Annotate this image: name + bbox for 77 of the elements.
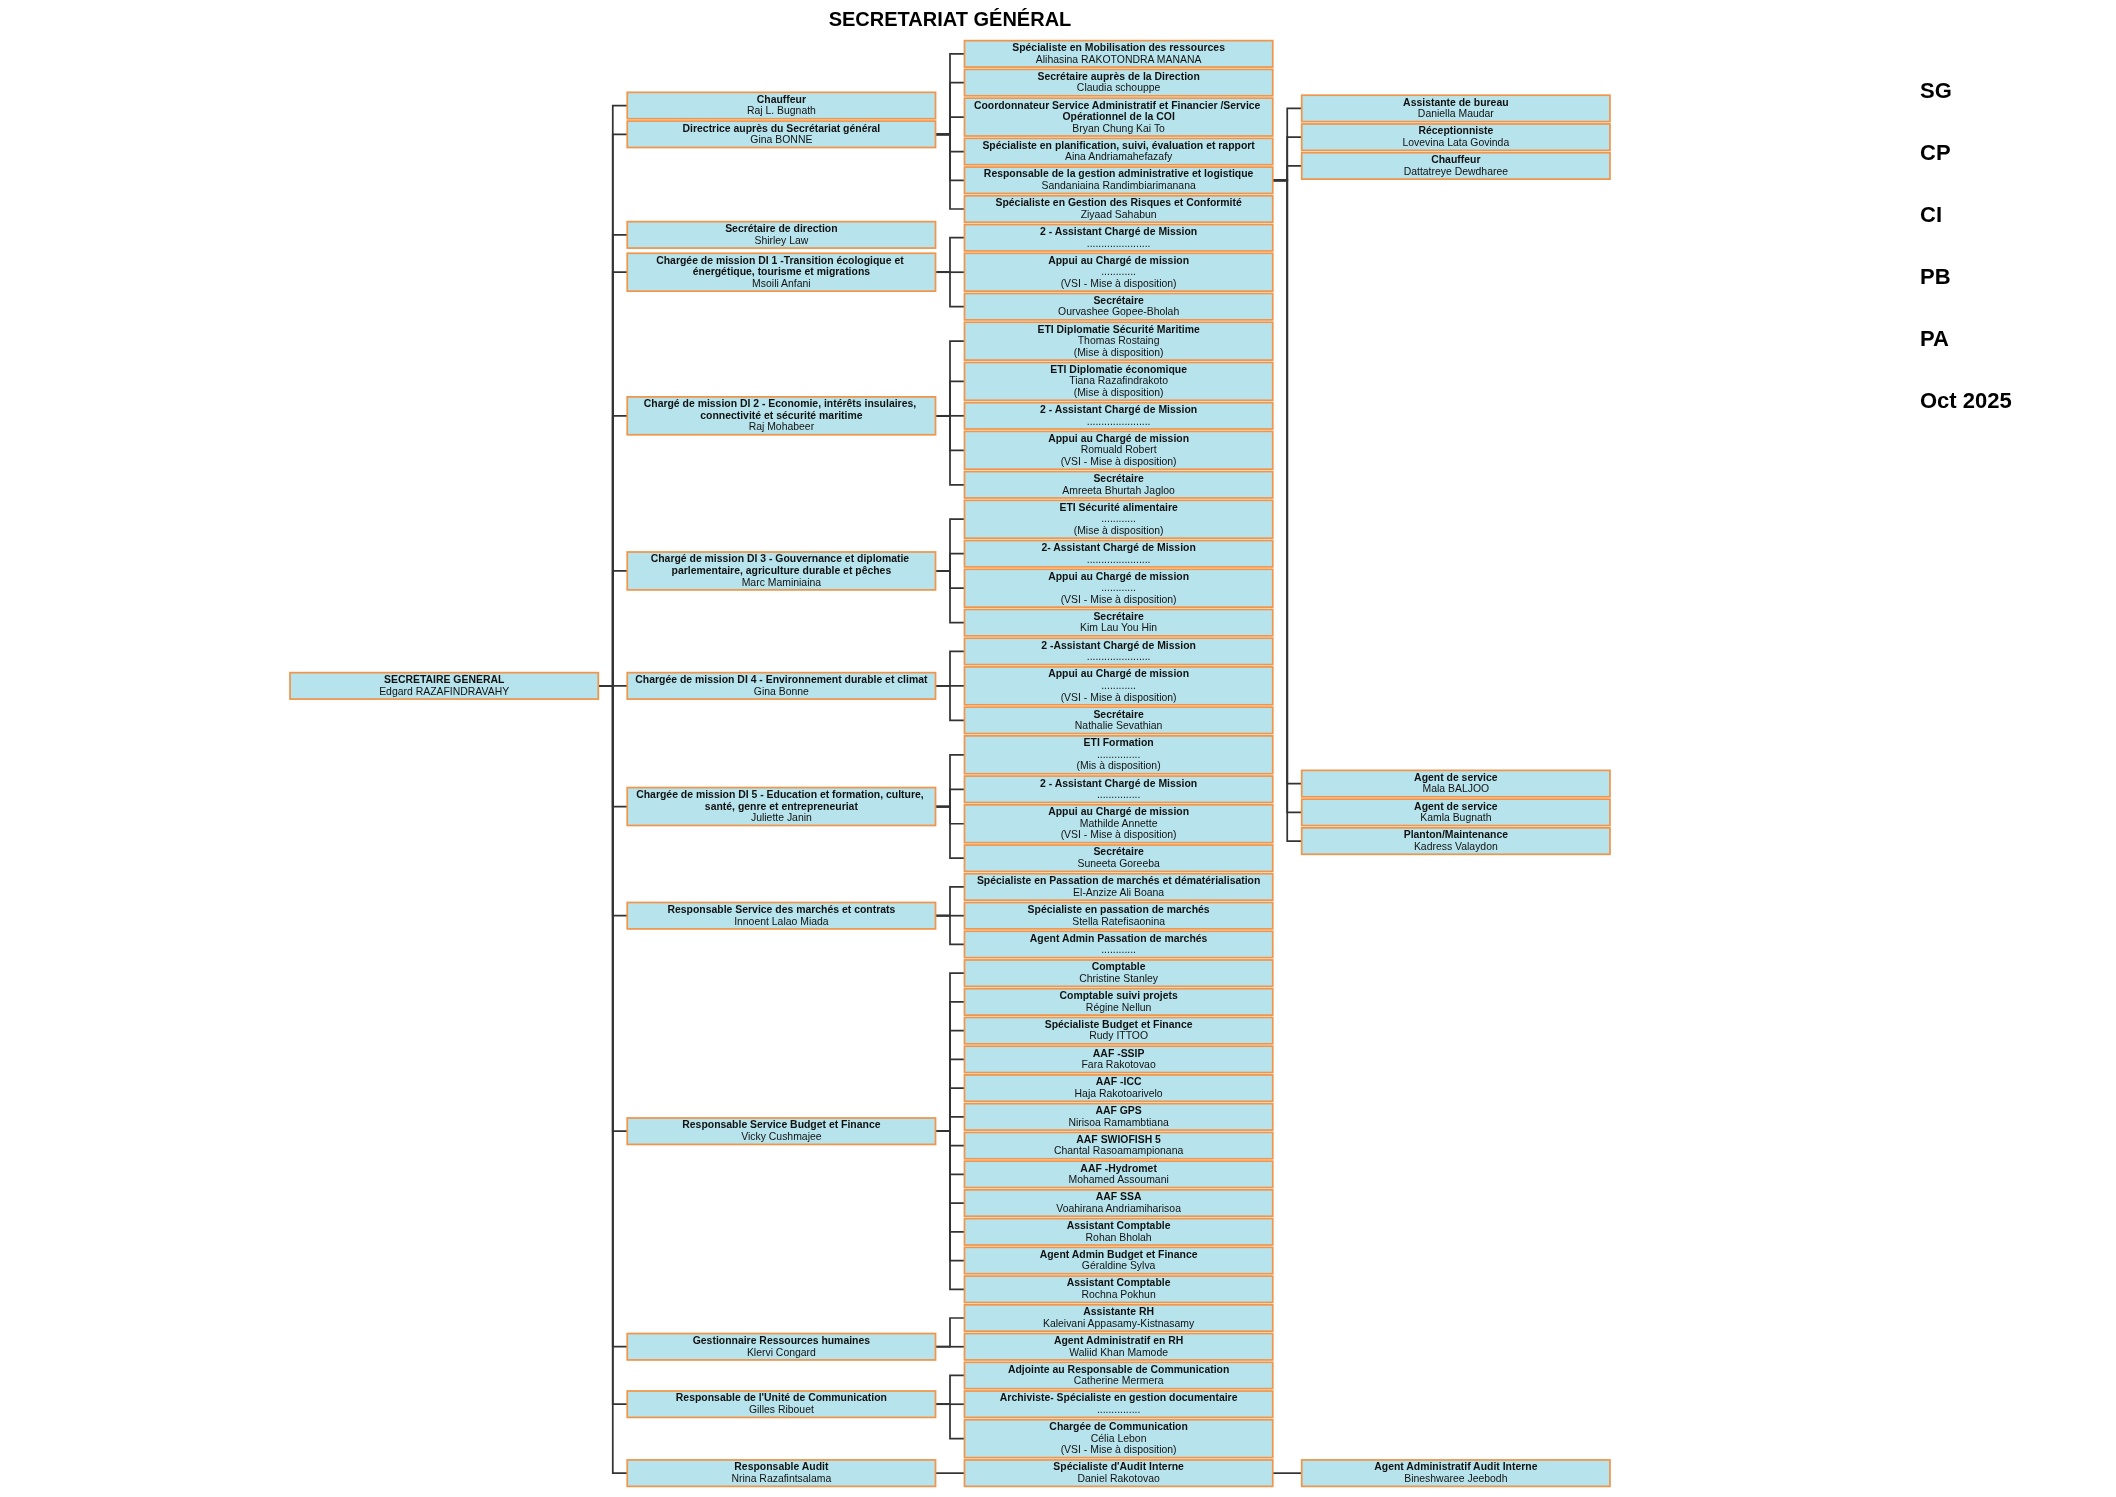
node-box: Directrice auprès du Secrétariat général Gina BONNE <box>626 120 937 149</box>
node-box: ETI Sécurité alimentaire ............ (Mise à disposition) <box>963 499 1274 540</box>
connector <box>934 1130 966 1291</box>
node-box: Agent Administratif Audit Interne Bineshwaree Jeebodh <box>1300 1459 1611 1488</box>
node-box: Chargée de mission DI 1 -Transition écologique et énergétique, tourisme et migrations Msoili Anfani <box>626 252 937 292</box>
node-box: Responsable Audit Nrina Razafintsalama <box>626 1459 937 1488</box>
node-box: Chargée de Communication Célia Lebon (VSI - Mise à disposition) <box>963 1418 1274 1459</box>
node-box: 2- Assistant Chargé de Mission ...................... <box>963 539 1274 568</box>
node-box: Spécialiste en passation de marchés Stella Ratefisaonina <box>963 901 1274 930</box>
node-box: AAF SSA Voahirana Andriamiharisoa <box>963 1189 1274 1218</box>
level-label: CI <box>1920 202 1942 228</box>
node-box: 2 - Assistant Chargé de Mission ............... <box>963 775 1274 804</box>
node-box: Secrétaire Nathalie Sevathian <box>963 706 1274 735</box>
node-box: Appui au Chargé de mission ............ (VSI - Mise à disposition) <box>963 568 1274 608</box>
node-box: Appui au Chargé de mission ............ (VSI - Mise à disposition) <box>963 252 1274 292</box>
node-box: AAF -SSIP Fara Rakotovao <box>963 1045 1274 1074</box>
level-label: SG <box>1920 78 1952 104</box>
connector <box>934 570 966 624</box>
node-box: Assistante de bureau Daniella Maudar <box>1300 94 1611 123</box>
node-box: Réceptionniste Lovevina Lata Govinda <box>1300 123 1611 152</box>
node-box: 2 - Assistant Chargé de Mission ...................... <box>963 223 1274 252</box>
level-label: PA <box>1920 326 1949 352</box>
node-box: Appui au Chargé de mission Romuald Robert (VSI - Mise à disposition) <box>963 430 1274 471</box>
node-box: Secrétaire Suneeta Goreeba <box>963 844 1274 873</box>
node-box: Secrétaire de direction Shirley Law <box>626 220 937 249</box>
level-label: Oct 2025 <box>1920 388 2012 414</box>
node-box: ETI Diplomatie économique Tiana Razafindrakoto (Mise à disposition) <box>963 361 1274 402</box>
node-box: Responsable de la gestion administrative et logistique Sandaniaina Randimbiarimanana <box>963 166 1274 195</box>
node-box: Comptable Christine Stanley <box>963 959 1274 988</box>
node-box: AAF -Hydromet Mohamed Assoumani <box>963 1160 1274 1189</box>
node-box: Spécialiste en Gestion des Risques et Conformité Ziyaad Sahabun <box>963 194 1274 224</box>
node-box: Chauffeur Raj L. Bugnath <box>626 91 937 120</box>
node-box: Secrétaire auprès de la Direction Claudia schouppe <box>963 68 1274 97</box>
node-box: Chauffeur Dattatreye Dewdharee <box>1300 151 1611 180</box>
level-label: CP <box>1920 140 1951 166</box>
node-box: AAF GPS Nirisoa Ramambtiana <box>963 1102 1274 1131</box>
node-box: Secrétaire Kim Lau You Hin <box>963 608 1274 637</box>
node-box: Agent Admin Budget et Finance Géraldine Sylva <box>963 1246 1274 1275</box>
node-box: Secrétaire Amreeta Bhurtah Jagloo <box>963 470 1274 499</box>
node-box: Spécialiste en Mobilisation des ressources Alihasina RAKOTONDRA MANANA <box>963 39 1274 68</box>
node-box: Appui au Chargé de mission ............ (VSI - Mise à disposition) <box>963 666 1274 706</box>
node-box: Chargé de mission DI 3 - Gouvernance et diplomatie parlementaire, agriculture durable et pêches Marc Maminiaina <box>626 551 937 591</box>
node-box: AAF -ICC Haja Rakotoarivelo <box>963 1074 1274 1103</box>
chart-title: SECRETARIAT GÉNÉRAL <box>827 8 1073 31</box>
level-label: PB <box>1920 264 1951 290</box>
node-box: Agent de service Mala BALJOO <box>1300 769 1611 798</box>
node-box: 2 - Assistant Chargé de Mission ...................... <box>963 401 1274 430</box>
node-box: Coordonnateur Service Administratif et Financier /Service Opérationnel de la COI Bryan Chung Kai To <box>963 97 1274 137</box>
node-box: Chargée de mission DI 4 - Environnement durable et climat Gina Bonne <box>626 671 937 700</box>
node-box: Gestionnaire Ressources humaines Klervi Congard <box>626 1332 937 1361</box>
node-box: Appui au Chargé de mission Mathilde Annette (VSI - Mise à disposition) <box>963 803 1274 844</box>
node-box: Spécialiste en Passation de marchés et dématérialisation El-Anzize Ali Boana <box>963 872 1274 902</box>
node-box: Planton/Maintenance Kadress Valaydon <box>1300 827 1611 856</box>
node-box: Archiviste- Spécialiste en gestion documentaire ............... <box>963 1390 1274 1419</box>
node-box: Responsable Service Budget et Finance Vicky Cushmajee <box>626 1117 937 1146</box>
node-box: Assistant Comptable Rohan Bholah <box>963 1217 1274 1246</box>
node-box: Agent de service Kamla Bugnath <box>1300 798 1611 827</box>
node-box: Assistant Comptable Rochna Pokhun <box>963 1275 1274 1304</box>
node-box: SECRÉTAIRE GÉNÉRAL Edgard RAZAFINDRAVAHY <box>289 671 600 700</box>
node-box: 2 -Assistant Chargé de Mission ...................... <box>963 637 1274 666</box>
node-box: Adjointe au Responsable de Communication Catherine Mermera <box>963 1361 1274 1390</box>
node-box: ETI Diplomatie Sécurité Maritime Thomas Rostaing (Mise à disposition) <box>963 321 1274 361</box>
node-box: Responsable de l'Unité de Communication Gilles Ribouet <box>626 1390 937 1419</box>
node-box: AAF SWIOFISH 5 Chantal Rasoamampionana <box>963 1131 1274 1160</box>
node-box: ETI Formation ............... (Mis à disposition) <box>963 735 1274 775</box>
node-box: Agent Administratif en RH Waliid Khan Mamode <box>963 1332 1274 1361</box>
node-box: Spécialiste en planification, suivi, évaluation et rapport Aina Andriamahefazafy <box>963 137 1274 166</box>
node-box: Assistante RH Kaleivani Appasamy-Kistnasamy <box>963 1303 1274 1333</box>
node-box: Secrétaire Ourvashee Gopee-Bholah <box>963 292 1274 321</box>
node-box: Agent Admin Passation de marchés ............ <box>963 930 1274 959</box>
node-box: Chargé de mission DI 2 - Economie, intérêts insulaires, connectivité et sécurité maritime Raj Mohabeer <box>626 396 937 436</box>
node-box: Responsable Service des marchés et contrats Innoent Lalao Miada <box>626 901 937 930</box>
node-box: Spécialiste d'Audit Interne Daniel Rakotovao <box>963 1459 1274 1488</box>
node-box: Chargée de mission DI 5 - Education et formation, culture, santé, genre et entrepreneuriat Juliette Janin <box>626 786 937 827</box>
node-box: Comptable suivi projets Régine Nellun <box>963 987 1274 1016</box>
connector <box>934 414 966 486</box>
node-box: Spécialiste Budget et Finance Rudy ITTOO <box>963 1016 1274 1045</box>
